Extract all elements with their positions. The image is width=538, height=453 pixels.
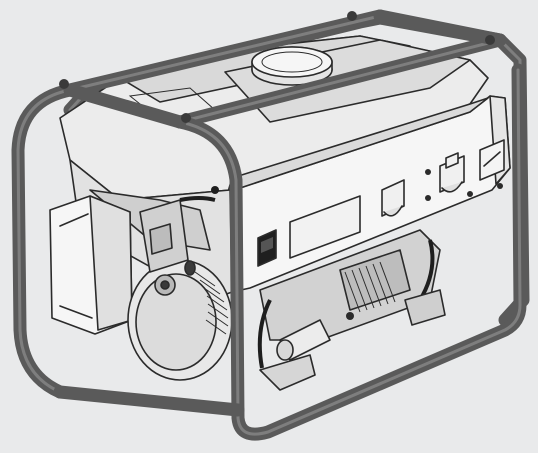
recoil-starter — [127, 186, 233, 381]
cooling-fins — [344, 261, 396, 313]
outlet-1 — [381, 179, 405, 217]
bolt — [59, 79, 69, 89]
air-filter — [49, 195, 133, 335]
bolt — [347, 11, 357, 21]
panel-label — [289, 195, 361, 259]
bolt — [485, 35, 495, 45]
bolt — [181, 113, 191, 123]
starter-fins — [194, 271, 229, 335]
engine-block — [257, 229, 446, 391]
front-frame — [11, 9, 527, 441]
